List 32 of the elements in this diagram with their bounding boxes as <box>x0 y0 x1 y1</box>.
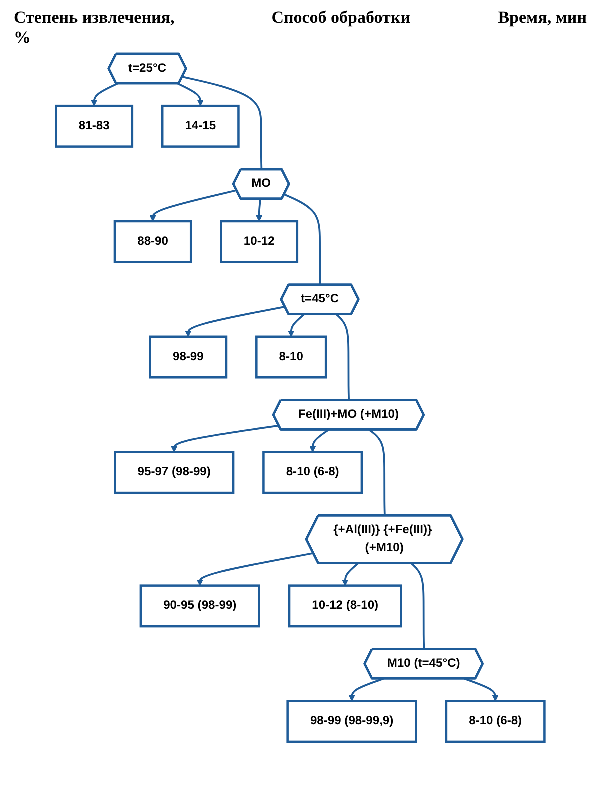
arrow <box>91 82 118 106</box>
column-heading: Время, мин <box>498 8 587 29</box>
connector <box>284 194 322 286</box>
node-box: 14-15 <box>161 104 240 148</box>
connector <box>336 314 350 401</box>
connector <box>182 76 263 170</box>
column-heading: Степень извлечения, % <box>14 8 176 48</box>
node-box: 8-10 (6-8) <box>445 700 546 744</box>
arrow <box>185 306 286 338</box>
arrow <box>171 424 280 453</box>
arrow <box>348 678 384 702</box>
arrow <box>342 562 359 586</box>
arrow <box>178 82 204 106</box>
node-box: 8-10 <box>256 336 328 379</box>
connector <box>368 429 386 516</box>
node-box: 88-90 <box>114 220 192 264</box>
node-box: 8-10 (6-8) <box>262 451 364 494</box>
arrow <box>310 429 330 453</box>
arrow <box>256 199 263 222</box>
node-box: 90-95 (98-99) <box>140 584 260 628</box>
node-box: 10-12 <box>220 220 299 264</box>
arrow <box>464 678 499 702</box>
node-box: 95-97 (98-99) <box>114 451 235 494</box>
node-box: 81-83 <box>55 104 134 148</box>
arrow <box>196 552 314 586</box>
arrow <box>150 190 238 222</box>
column-heading: Способ обработки <box>272 8 411 29</box>
connector <box>410 562 426 650</box>
node-box: 10-12 (8-10) <box>288 584 402 628</box>
arrow <box>288 314 305 338</box>
node-box: 98-99 (98-99,9) <box>286 700 418 744</box>
node-box: 98-99 <box>149 336 228 379</box>
